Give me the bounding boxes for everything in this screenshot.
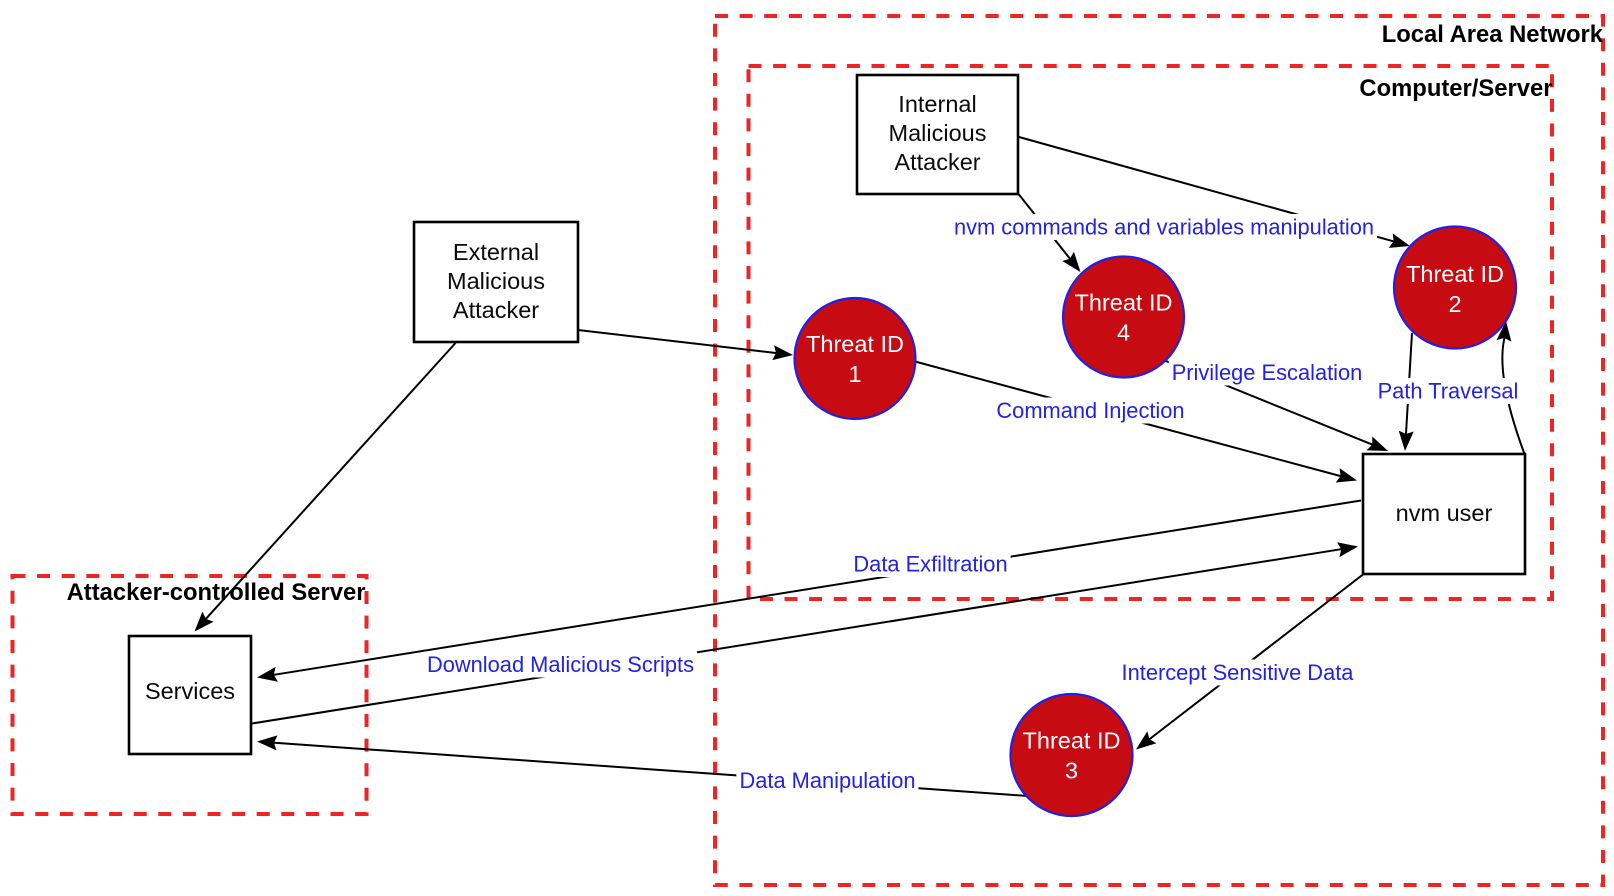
svg-text:Command Injection: Command Injection [996,398,1184,423]
svg-text:Attacker: Attacker [894,149,980,175]
svg-text:nvm user: nvm user [1396,500,1493,526]
svg-text:Internal: Internal [898,91,976,117]
svg-text:Threat ID: Threat ID [1075,290,1173,316]
svg-text:Path Traversal: Path Traversal [1378,379,1519,404]
svg-text:Threat ID: Threat ID [1406,261,1504,287]
svg-text:Services: Services [145,678,235,704]
svg-text:Attacker-controlled Server: Attacker-controlled Server [67,579,366,606]
svg-text:3: 3 [1065,758,1078,784]
svg-text:Malicious: Malicious [889,120,987,146]
svg-text:Data Manipulation: Data Manipulation [739,768,915,793]
svg-text:4: 4 [1117,320,1130,346]
svg-text:Computer/Server: Computer/Server [1359,75,1552,102]
svg-text:Download Malicious Scripts: Download Malicious Scripts [427,652,694,677]
svg-text:Threat ID: Threat ID [806,331,904,357]
svg-text:External: External [453,239,539,265]
svg-text:Malicious: Malicious [447,268,545,294]
svg-text:Data Exfiltration: Data Exfiltration [853,552,1007,577]
svg-text:Privilege Escalation: Privilege Escalation [1172,360,1363,385]
svg-text:Intercept Sensitive Data: Intercept Sensitive Data [1122,660,1355,685]
svg-text:Local Area Network: Local Area Network [1382,21,1604,48]
svg-text:1: 1 [848,361,861,387]
svg-text:2: 2 [1448,291,1461,317]
svg-text:Threat ID: Threat ID [1023,728,1121,754]
svg-text:Attacker: Attacker [453,297,539,323]
svg-text:nvm commands and variables man: nvm commands and variables manipulation [954,215,1374,240]
